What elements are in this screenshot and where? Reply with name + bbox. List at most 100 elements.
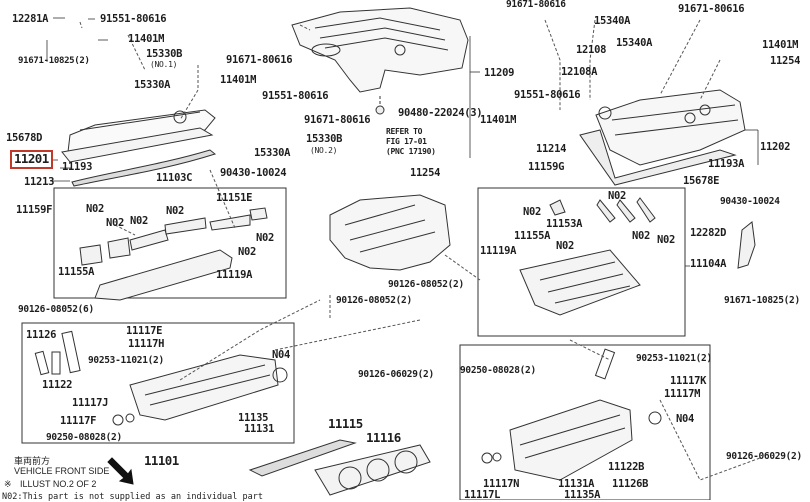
part-91671-80616[interactable]: 91671-80616 <box>226 54 293 66</box>
part-N02[interactable]: N02 <box>166 205 185 217</box>
part-11122[interactable]: 11122 <box>42 379 73 391</box>
part-N04[interactable]: N04 <box>272 349 291 361</box>
valve-cover-left[interactable] <box>61 109 216 163</box>
part-12108A[interactable]: 12108A <box>561 66 598 78</box>
part-90253-11021[interactable]: 90253-11021(2) <box>636 353 712 364</box>
part-11193[interactable]: 11193 <box>62 161 93 173</box>
part-90126-08052-6[interactable]: 90126-08052(6) <box>18 304 94 315</box>
part-91671-80616[interactable]: 91671-80616 <box>304 114 371 126</box>
engine-cover-11209[interactable] <box>291 7 469 93</box>
part-11117E[interactable]: 11117E <box>126 325 163 337</box>
part-15678E[interactable]: 15678E <box>683 175 720 187</box>
part-11202[interactable]: 11202 <box>760 141 791 153</box>
gasket-11214[interactable] <box>579 129 737 186</box>
part-11126[interactable]: 11126 <box>26 329 57 341</box>
part-11159G[interactable]: 11159G <box>528 161 565 173</box>
part-90253-11021[interactable]: 90253-11021(2) <box>88 355 164 366</box>
part-90430-10024[interactable]: 90430-10024 <box>720 196 780 207</box>
part-12282D[interactable]: 12282D <box>690 227 727 239</box>
part-11131[interactable]: 11131 <box>244 423 275 435</box>
camshaft-housing-left[interactable] <box>79 207 268 301</box>
gasket-11115[interactable] <box>248 439 357 477</box>
part-N02[interactable]: N02 <box>556 240 575 252</box>
part-90250-08028[interactable]: 90250-08028(2) <box>46 432 122 443</box>
part-11254[interactable]: 11254 <box>410 167 441 179</box>
part-11115[interactable]: 11115 <box>328 416 363 431</box>
part-91671-80616[interactable]: 91671-80616 <box>678 3 745 15</box>
part-11116[interactable]: 11116 <box>366 430 401 445</box>
part-11135A[interactable]: 11135A <box>564 489 601 501</box>
part-N02[interactable]: N02 <box>523 206 542 218</box>
part-N02[interactable]: N02 <box>657 234 676 246</box>
bracket-12282D[interactable] <box>737 221 756 269</box>
part-11155A[interactable]: 11155A <box>58 266 95 278</box>
part-11126B[interactable]: 11126B <box>612 478 649 490</box>
part-90430-10024[interactable]: 90430-10024 <box>220 167 287 179</box>
part-12108[interactable]: 12108 <box>576 44 607 56</box>
part-90126-06029[interactable]: 90126-06029(2) <box>726 451 802 462</box>
part-15330B-no1[interactable]: 15330B <box>146 48 183 60</box>
part-11119A[interactable]: 11119A <box>216 269 253 281</box>
part-N02[interactable]: N02 <box>106 217 125 229</box>
part-11214[interactable]: 11214 <box>536 143 567 155</box>
part-15340A[interactable]: 15340A <box>594 15 631 27</box>
part-15330B-no2[interactable]: 15330B <box>306 133 343 145</box>
part-90480-22024[interactable]: 90480-22024(3) <box>398 107 483 119</box>
part-11117J[interactable]: 11117J <box>72 397 109 409</box>
part-91551-80616[interactable]: 91551-80616 <box>100 13 167 25</box>
part-N02[interactable]: N02 <box>238 246 257 258</box>
part-11117L[interactable]: 11117L <box>464 489 501 501</box>
part-91551-80616[interactable]: 91551-80616 <box>514 89 581 101</box>
part-N04[interactable]: N04 <box>676 413 695 425</box>
part-N02[interactable]: N02 <box>256 232 275 244</box>
part-11122B[interactable]: 11122B <box>608 461 645 473</box>
part-11209[interactable]: 11209 <box>484 67 515 79</box>
part-11401M[interactable]: 11401M <box>480 114 517 126</box>
part-15330A[interactable]: 15330A <box>134 79 171 91</box>
part-N02[interactable]: N02 <box>86 203 105 215</box>
part-15330A[interactable]: 15330A <box>254 147 291 159</box>
part-11131A[interactable]: 11131A <box>558 478 595 490</box>
part-11103C[interactable]: 11103C <box>156 172 193 184</box>
part-11401M[interactable]: 11401M <box>220 74 257 86</box>
camshaft-housing-right[interactable] <box>519 197 656 316</box>
part-11151E[interactable]: 11151E <box>216 192 253 204</box>
part-12281A[interactable]: 12281A <box>12 13 49 25</box>
part-11159F[interactable]: 11159F <box>16 204 53 216</box>
part-11117N[interactable]: 11117N <box>483 478 520 490</box>
part-11104A[interactable]: 11104A <box>690 258 727 270</box>
part-90126-06029[interactable]: 90126-06029(2) <box>358 369 434 380</box>
cylinder-head-right[interactable] <box>481 348 662 481</box>
part-11254[interactable]: 11254 <box>770 55 801 67</box>
part-91671-80616[interactable]: 91671-80616 <box>506 0 566 10</box>
part-11213[interactable]: 11213 <box>24 176 55 188</box>
part-N02[interactable]: N02 <box>608 190 627 202</box>
part-11101[interactable]: 11101 <box>144 453 179 468</box>
part-90126-08052-2[interactable]: 90126-08052(2) <box>388 279 464 290</box>
part-11193A[interactable]: 11193A <box>708 158 745 170</box>
part-11401M[interactable]: 11401M <box>128 33 165 45</box>
part-91671-10825[interactable]: 91671-10825(2) <box>724 295 800 306</box>
intake-manifold[interactable] <box>329 194 451 271</box>
part-91551-80616[interactable]: 91551-80616 <box>262 90 329 102</box>
head-gasket-11116[interactable] <box>314 444 431 496</box>
part-N02[interactable]: N02 <box>130 215 149 227</box>
cylinder-head-left[interactable] <box>34 330 288 426</box>
part-90126-08052-2[interactable]: 90126-08052(2) <box>336 295 412 306</box>
part-11117M[interactable]: 11117M <box>664 388 701 400</box>
part-15340A[interactable]: 15340A <box>616 37 653 49</box>
grommet-90480[interactable] <box>375 105 385 115</box>
part-90250-08028[interactable]: 90250-08028(2) <box>460 365 536 376</box>
part-11135[interactable]: 11135 <box>238 412 269 424</box>
part-11117F[interactable]: 11117F <box>60 415 97 427</box>
gasket-11213[interactable] <box>71 149 217 187</box>
part-11153A[interactable]: 11153A <box>546 218 583 230</box>
part-N02[interactable]: N02 <box>632 230 651 242</box>
part-11201-highlighted[interactable]: 11201 <box>10 150 53 169</box>
part-11155A[interactable]: 11155A <box>514 230 551 242</box>
part-91671-10825[interactable]: 91671-10825(2) <box>18 56 90 66</box>
refer-note-line3[interactable]: (PNC 17190) <box>386 147 436 156</box>
part-15678D[interactable]: 15678D <box>6 132 43 144</box>
part-11117H[interactable]: 11117H <box>128 338 165 350</box>
part-11401M[interactable]: 11401M <box>762 39 799 51</box>
